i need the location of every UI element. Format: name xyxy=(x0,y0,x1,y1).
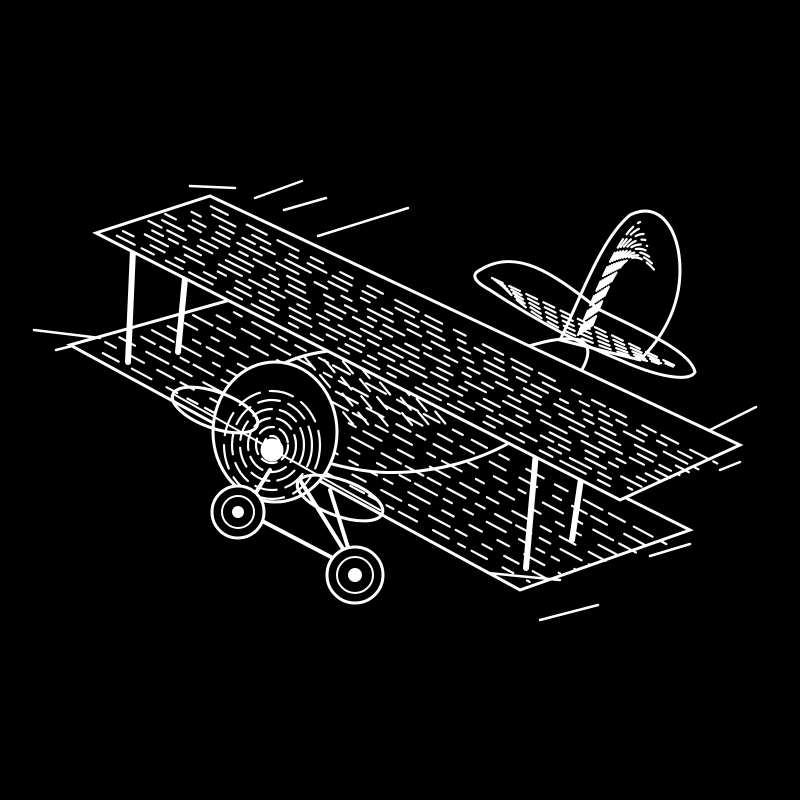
tail-fin xyxy=(473,209,697,379)
left-wheel xyxy=(210,484,266,540)
upper-wing xyxy=(92,194,744,502)
right-wheel xyxy=(325,545,385,605)
propeller xyxy=(170,385,385,523)
landing-gear xyxy=(210,468,385,605)
engine-cowling xyxy=(211,360,339,504)
